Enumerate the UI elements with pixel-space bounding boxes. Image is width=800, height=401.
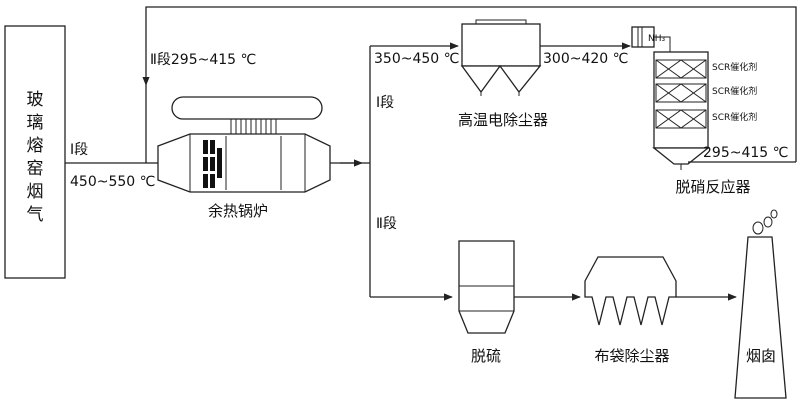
waste-heat-boiler: 余热锅炉	[157, 96, 331, 220]
scr-layer-label-1: SCR催化剂	[712, 61, 757, 73]
boiler-label: 余热锅炉	[208, 202, 268, 220]
high-temperature-esp: 高温电除尘器	[458, 19, 548, 129]
inlet-temp-label: 450~550 ℃	[70, 174, 155, 190]
desulfurization-tower: 脱硫	[458, 240, 515, 365]
smoke-puff-2	[763, 216, 773, 228]
reactor-body	[653, 51, 709, 149]
segment2-bottom-label: Ⅱ段	[376, 216, 397, 232]
chimney-label: 烟囱	[746, 347, 776, 365]
glass-furnace-flue-gas-box: 玻 璃 熔 窑 烟 气	[4, 25, 66, 279]
scr-inlet-temp-label: 300~420 ℃	[543, 51, 628, 67]
ammonia-label: NH₃	[648, 34, 666, 44]
esp-inlet-temp-label: 350~450 ℃	[374, 51, 459, 67]
boiler-body	[157, 133, 331, 193]
bag-filter-body	[584, 256, 677, 326]
esp-body	[461, 23, 541, 67]
chimney-body	[734, 236, 787, 399]
segment2-return-loop-line	[142, 6, 797, 162]
reactor-hopper	[652, 147, 710, 165]
segment1-left-label: Ⅰ段	[70, 142, 88, 158]
catalyst-layer-1	[655, 59, 707, 79]
bag-filter-label: 布袋除尘器	[594, 347, 669, 365]
source-char-6: 气	[27, 205, 44, 225]
source-char-4: 窑	[27, 159, 44, 179]
chimney: 烟囱	[734, 209, 787, 399]
desulfurization-label: 脱硫	[471, 347, 501, 365]
segment1-right-label: Ⅰ段	[376, 95, 394, 111]
smoke-puff-3	[770, 209, 778, 219]
smoke-puff-1	[752, 221, 764, 235]
desulfurization-body	[458, 240, 515, 334]
source-char-3: 熔	[27, 136, 44, 156]
source-char-2: 璃	[27, 113, 44, 133]
catalyst-layer-3	[655, 109, 707, 129]
source-char-1: 玻	[27, 90, 44, 110]
return-temp-label: 295~415 ℃	[703, 145, 788, 161]
esp-label: 高温电除尘器	[458, 111, 548, 129]
scr-reactor-label: 脱硝反应器	[675, 178, 750, 196]
scr-layer-label-2: SCR催化剂	[712, 85, 757, 97]
segment2-top-label: Ⅱ段295~415 ℃	[150, 52, 256, 68]
catalyst-layer-2	[655, 83, 707, 103]
scr-denitration-reactor: NH₃ SCR催化剂 SCR催化剂 SCR催化剂	[631, 26, 757, 196]
bag-filter: 布袋除尘器	[584, 256, 677, 365]
boiler-steam-drum	[171, 96, 323, 120]
scr-layer-label-3: SCR催化剂	[712, 111, 757, 123]
source-char-5: 烟	[27, 182, 44, 202]
